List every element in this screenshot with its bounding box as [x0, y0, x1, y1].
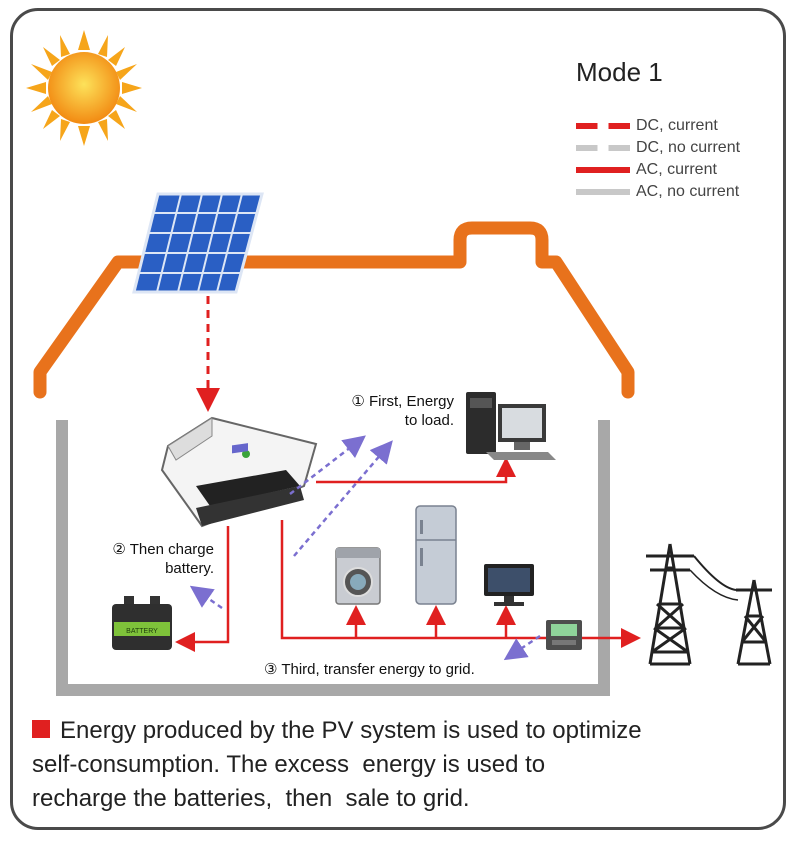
caption: Energy produced by the PV system is used…: [32, 714, 772, 816]
battery-icon: BATTERY: [112, 596, 172, 650]
refrigerator-icon: [415, 505, 457, 605]
step-second-line2: battery.: [165, 560, 214, 577]
legend-item-dc-current: DC, current: [576, 115, 740, 137]
caption-marker-icon: [32, 719, 50, 738]
flow-arrow-to-load: [289, 435, 393, 557]
house-roof: [33, 221, 635, 399]
battery-label: BATTERY: [126, 628, 158, 635]
diagram-frame: [10, 8, 786, 830]
ac-line-to-battery: [175, 526, 230, 652]
legend-label: DC, no current: [636, 139, 741, 156]
caption-line3: recharge the batteries, then sale to gri…: [32, 785, 470, 812]
tv-icon: [484, 564, 534, 606]
caption-line1-text: Energy produced by the PV system is used…: [60, 717, 642, 744]
ac-main-bus: [280, 520, 641, 648]
step-second-line1: ② Then charge: [112, 541, 214, 558]
power-tower-icon: [646, 543, 772, 666]
caption-line1: Energy produced by the PV system is used…: [32, 714, 772, 748]
legend-swatch: [576, 189, 630, 195]
legend: DC, current DC, no current AC, current A…: [576, 115, 740, 203]
legend-swatch: [576, 123, 630, 129]
meter-icon: [546, 620, 582, 650]
washing-machine-icon: [335, 547, 381, 605]
mode-title: Mode 1: [576, 57, 663, 87]
legend-label: AC, no current: [636, 183, 740, 200]
flow-arrow-to-grid: [503, 634, 541, 661]
inverter-icon: [160, 416, 318, 528]
computer-icon: [466, 392, 556, 460]
house-walls: [56, 420, 610, 696]
step-second: ② Then charge battery.: [84, 540, 214, 578]
ac-line-to-computer: [316, 457, 516, 484]
step-first-line1: ① First, Energy: [351, 393, 454, 410]
legend-item-dc-no-current: DC, no current: [576, 137, 740, 159]
solar-panel-icon: [132, 192, 264, 294]
sun-icon: [26, 30, 142, 146]
step-third: ③ Third, transfer energy to grid.: [264, 661, 475, 678]
legend-label: AC, current: [636, 161, 717, 178]
legend-swatch: [576, 145, 630, 151]
step-first-line2: to load.: [404, 412, 454, 429]
flow-arrow-to-battery: [189, 585, 223, 610]
legend-item-ac-no-current: AC, no current: [576, 181, 740, 203]
legend-label: DC, current: [636, 117, 718, 134]
step-first: ① First, Energy to load.: [314, 392, 454, 430]
legend-swatch: [576, 167, 630, 173]
caption-line2: self-consumption. The excess energy is u…: [32, 751, 546, 778]
legend-item-ac-current: AC, current: [576, 159, 740, 181]
